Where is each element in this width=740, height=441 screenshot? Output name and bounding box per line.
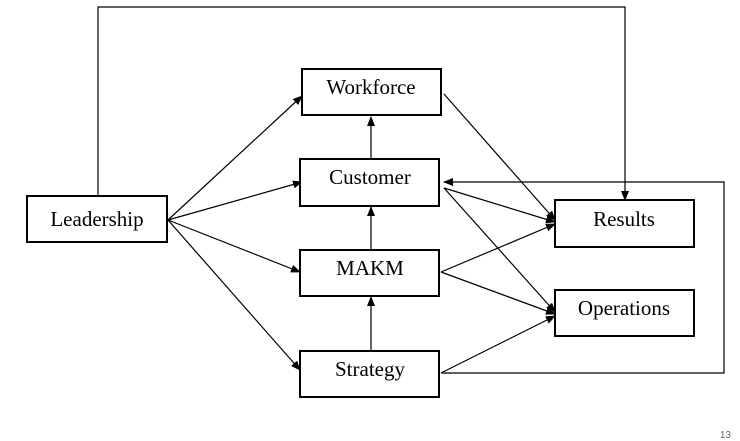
node-customer-label: Customer xyxy=(329,165,411,189)
node-customer-box xyxy=(299,158,440,207)
node-makm-label: MAKM xyxy=(336,256,404,280)
node-strategy-label: Strategy xyxy=(335,357,405,381)
node-workforce: Workforce xyxy=(301,68,442,116)
edge-customer-to-operations xyxy=(443,187,556,313)
node-leadership-label: Leadership xyxy=(50,207,143,231)
edge-strategy-to-customer xyxy=(441,178,725,374)
edge-workforce-to-results xyxy=(443,93,556,221)
node-workforce-box xyxy=(301,68,442,116)
node-results-label: Results xyxy=(593,207,655,231)
node-operations-box xyxy=(554,289,695,337)
edges xyxy=(97,6,725,374)
edge-strategy-to-operations xyxy=(440,315,556,374)
edge-leadership-to-results xyxy=(97,6,629,201)
node-operations: Operations xyxy=(554,289,695,337)
node-makm-box xyxy=(299,249,440,297)
node-makm: MAKM xyxy=(299,249,440,297)
node-customer: Customer xyxy=(299,158,440,207)
node-leadership-box xyxy=(26,195,168,243)
node-workforce-label: Workforce xyxy=(326,75,415,99)
edge-makm-to-results xyxy=(440,223,556,273)
node-leadership: Leadership xyxy=(26,195,168,243)
edge-leadership-to-strategy xyxy=(167,219,301,371)
edge-leadership-to-workforce xyxy=(167,95,303,221)
edge-leadership-to-makm xyxy=(167,219,301,273)
node-strategy: Strategy xyxy=(299,350,440,398)
edge-customer-to-results xyxy=(443,187,556,224)
edge-makm-to-operations xyxy=(440,271,556,315)
edge-leadership-to-customer xyxy=(167,180,303,221)
page-number: 13 xyxy=(720,430,732,441)
node-results: Results xyxy=(554,199,695,248)
node-operations-label: Operations xyxy=(578,296,670,320)
node-results-box xyxy=(554,199,695,248)
node-strategy-box xyxy=(299,350,440,398)
